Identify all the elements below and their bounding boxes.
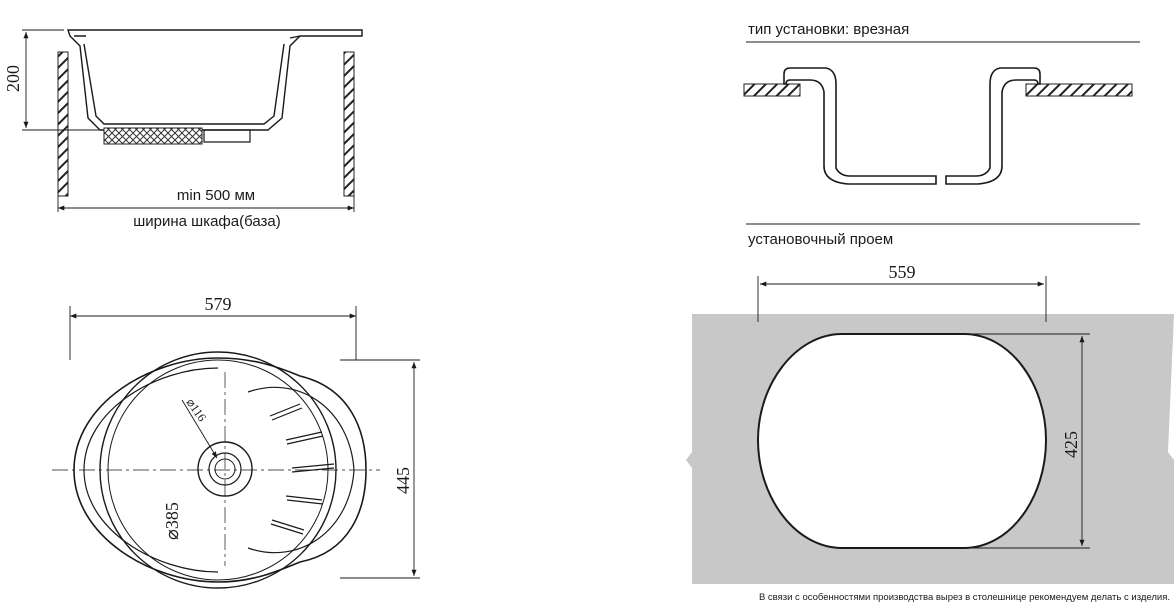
cutout-height-dim-label: 425 xyxy=(1061,431,1081,458)
sink-outline xyxy=(73,357,367,583)
cabinet-wall-right xyxy=(343,51,355,197)
min-width-label: min 500 мм xyxy=(177,187,255,204)
height-dim-label: 200 xyxy=(3,65,23,92)
sink-profile xyxy=(67,29,363,131)
top-view: 579 445 ⌀116 ⌀385 xyxy=(52,294,420,589)
cutout-note: В связи с особенностями производства выр… xyxy=(759,592,1170,603)
cabinet-width-label: ширина шкафа(база) xyxy=(133,213,281,230)
sink-section-left xyxy=(783,67,937,185)
cutout-width-dim-label: 559 xyxy=(889,262,916,282)
sink-section-right xyxy=(945,67,1041,185)
side-view: 200 min 500 мм ширина шкафа(база) xyxy=(3,29,363,230)
cutout-shape xyxy=(756,333,1048,549)
cutout-section: установочный проем 559 425 В связи с осо… xyxy=(686,223,1174,603)
drain-pipe xyxy=(203,129,251,143)
countertop-left xyxy=(743,83,801,97)
cutout-label: установочный проем xyxy=(748,231,893,248)
drain-grid xyxy=(103,127,203,145)
outer-height-dim-label: 445 xyxy=(393,467,413,494)
cabinet-wall-left xyxy=(57,51,69,197)
width-dim-label: 579 xyxy=(205,294,232,314)
install-type-label: тип установки: врезная xyxy=(748,21,909,38)
drain-diameter-label: ⌀116 xyxy=(184,396,210,424)
countertop-right xyxy=(1025,83,1133,97)
bowl-diameter-label: ⌀385 xyxy=(162,502,182,540)
drainboard-grooves xyxy=(269,403,335,535)
install-type-section: тип установки: врезная xyxy=(743,21,1140,185)
